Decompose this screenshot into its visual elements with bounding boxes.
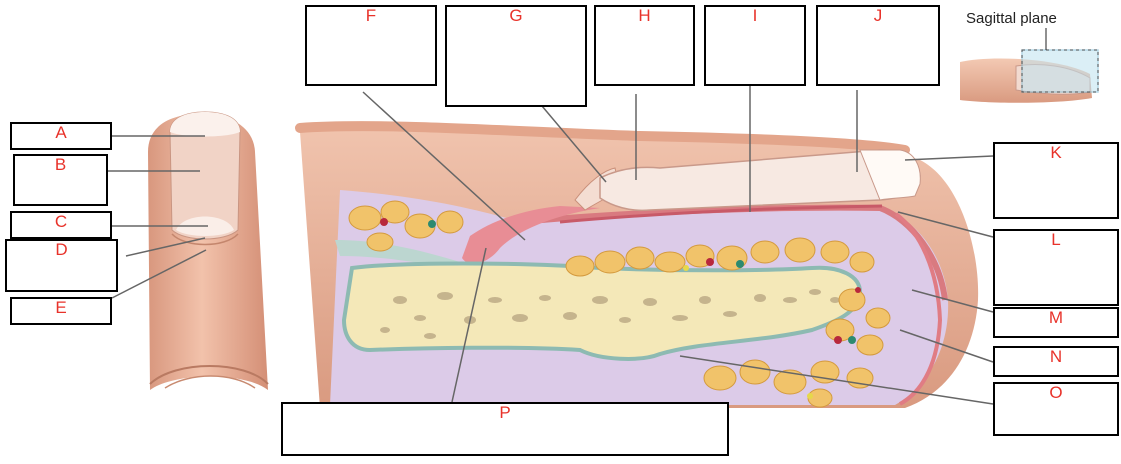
label-l-text: L [1051,230,1060,249]
label-box-m[interactable]: M [993,307,1119,338]
free-edge-front [170,112,240,137]
label-k-text: K [1050,143,1061,162]
finger-front-view [148,112,268,390]
label-box-g[interactable]: G [445,5,587,107]
label-p-text: P [499,403,510,422]
label-e-text: E [55,298,66,317]
label-j-text: J [874,6,883,25]
label-box-p[interactable]: P [281,402,729,456]
label-box-c[interactable]: C [10,211,112,239]
sagittal-plane-marker [1022,50,1098,92]
label-box-f[interactable]: F [305,5,437,86]
label-i-text: I [753,6,758,25]
label-f-text: F [366,6,376,25]
label-box-d[interactable]: D [5,239,118,292]
label-box-a[interactable]: A [10,122,112,150]
label-h-text: H [638,6,650,25]
label-box-l[interactable]: L [993,229,1119,306]
label-box-i[interactable]: I [704,5,806,86]
finger-sagittal-section [300,126,978,408]
label-box-k[interactable]: K [993,142,1119,219]
label-d-text: D [55,240,67,259]
label-m-text: M [1049,308,1063,327]
label-box-e[interactable]: E [10,297,112,325]
label-box-b[interactable]: B [13,154,108,206]
label-box-h[interactable]: H [594,5,695,86]
inset-title: Sagittal plane [966,10,1057,27]
label-b-text: B [55,155,66,174]
label-a-text: A [55,123,66,142]
sagittal-plane-inset [960,28,1098,103]
label-c-text: C [55,212,67,231]
label-g-text: G [509,6,522,25]
label-n-text: N [1050,347,1062,366]
label-box-o[interactable]: O [993,382,1119,436]
label-box-n[interactable]: N [993,346,1119,377]
label-box-j[interactable]: J [816,5,940,86]
label-o-text: O [1049,383,1062,402]
